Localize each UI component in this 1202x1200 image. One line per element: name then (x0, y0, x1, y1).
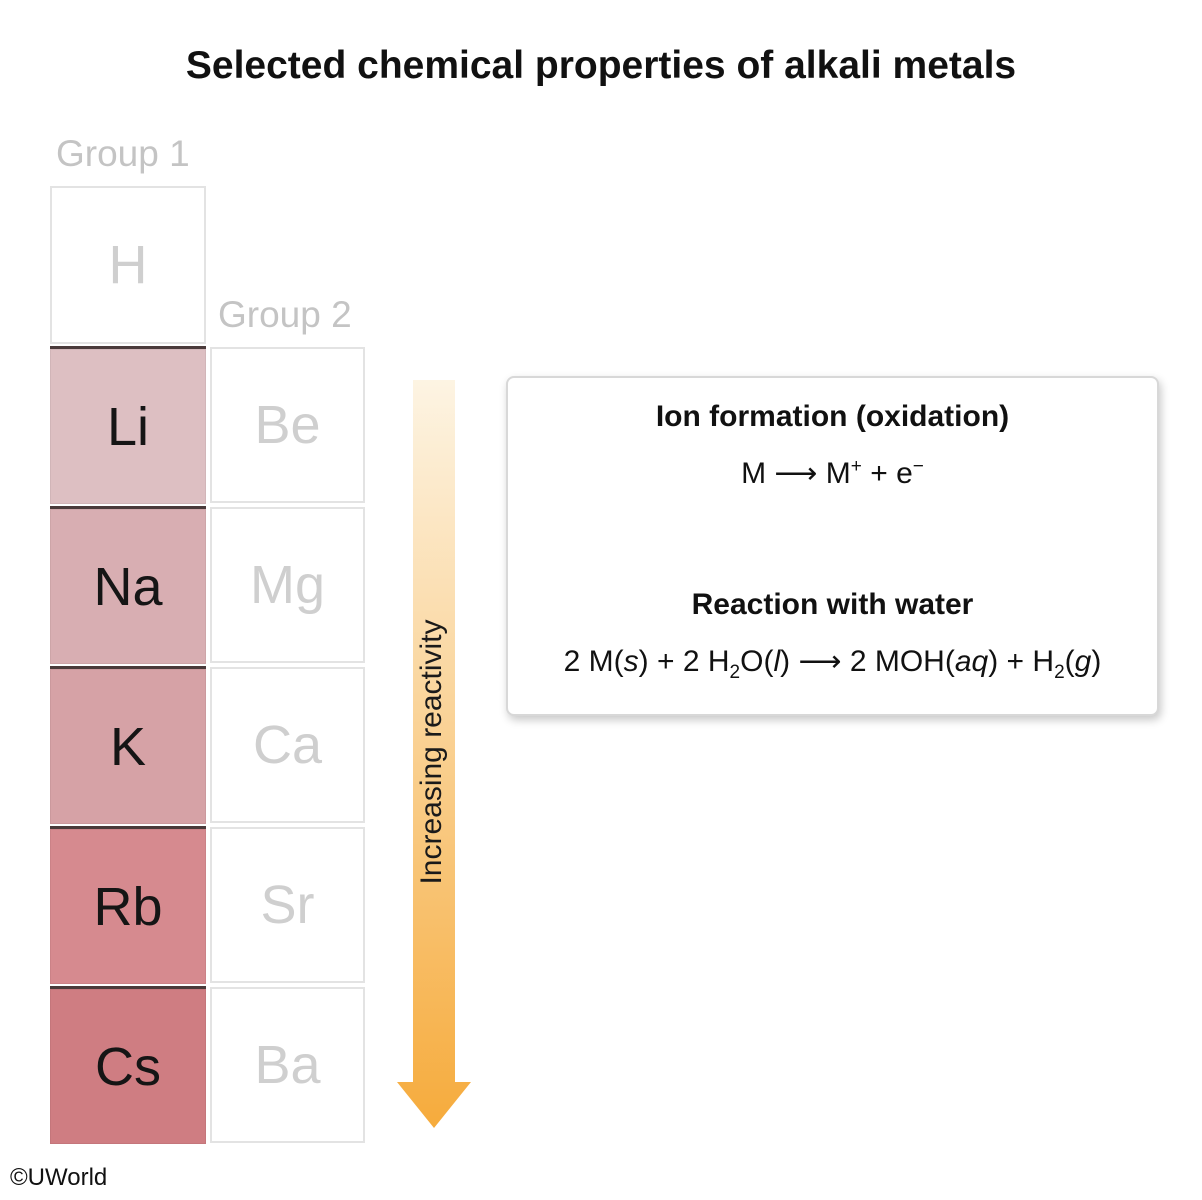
element-cell-ba: Ba (210, 987, 365, 1143)
eq-plus: + (870, 457, 888, 490)
eq-charge: + (850, 456, 862, 477)
eq-subscript: 2 (729, 662, 741, 683)
eq-term: 2 MOH( (849, 645, 955, 678)
eq-state: l (773, 645, 781, 678)
element-cell-ca: Ca (210, 667, 365, 823)
ion-formation-equation: M ⟶ M+ + e− (508, 456, 1157, 491)
water-reaction-heading: Reaction with water (691, 588, 974, 621)
eq-term: 2 M( (563, 645, 624, 678)
copyright-text: ©UWorld (10, 1164, 108, 1191)
eq-term: ( (1064, 645, 1075, 678)
eq-term: ) (780, 645, 791, 678)
reactivity-arrow (395, 380, 473, 1130)
eq-term: ) (638, 645, 649, 678)
eq-term: ) (1091, 645, 1102, 678)
element-cell-h: H (50, 186, 206, 344)
eq-term: ) (988, 645, 999, 678)
element-cell-mg: Mg (210, 507, 365, 663)
reactivity-label-text: Increasing reactivity (415, 619, 448, 885)
eq-arrow: ⟶ (774, 457, 818, 490)
eq-plus: + (656, 645, 675, 678)
page-title: Selected chemical properties of alkali m… (185, 44, 1017, 87)
element-cell-sr: Sr (210, 827, 365, 983)
element-symbol: K (109, 716, 147, 777)
element-cell-cs: Cs (50, 986, 206, 1144)
eq-plus: + (1006, 645, 1025, 678)
eq-electron: e (896, 457, 913, 490)
group-2-label: Group 2 (218, 294, 352, 335)
eq-state: s (623, 645, 639, 678)
element-cell-be: Be (210, 347, 365, 503)
properties-box: Ion formation (oxidation) M ⟶ M+ + e− Re… (506, 376, 1159, 716)
element-symbol: Rb (93, 876, 163, 937)
element-symbol: H (108, 235, 148, 295)
ion-formation-heading: Ion formation (oxidation) (655, 400, 1010, 433)
element-symbol: Na (93, 556, 163, 617)
eq-subscript: 2 (1054, 662, 1065, 683)
eq-reactant: M (741, 457, 767, 490)
element-cell-rb: Rb (50, 826, 206, 984)
element-symbol: Cs (95, 1036, 161, 1097)
eq-arrow: ⟶ (798, 645, 842, 678)
eq-product: M (825, 457, 851, 490)
water-reaction-equation: 2 M(s) + 2 H2O(l) ⟶ 2 MOH(aq) + H2(g) (508, 644, 1157, 684)
eq-charge: − (912, 456, 924, 477)
element-symbol: Ca (252, 715, 323, 775)
group-1-label: Group 1 (56, 133, 190, 174)
element-symbol: Mg (249, 555, 325, 615)
down-arrow-icon (397, 380, 471, 1128)
eq-state: g (1074, 645, 1092, 678)
eq-term: H (1032, 645, 1055, 678)
eq-term: O( (740, 645, 774, 678)
element-symbol: Li (106, 396, 150, 457)
element-symbol: Sr (260, 875, 315, 935)
element-symbol: Be (254, 395, 321, 455)
element-cell-li: Li (50, 346, 206, 504)
element-cell-k: K (50, 666, 206, 824)
element-cell-na: Na (50, 506, 206, 664)
eq-term: 2 H (682, 645, 730, 678)
element-symbol: Ba (254, 1035, 321, 1095)
eq-state: aq (954, 645, 989, 678)
